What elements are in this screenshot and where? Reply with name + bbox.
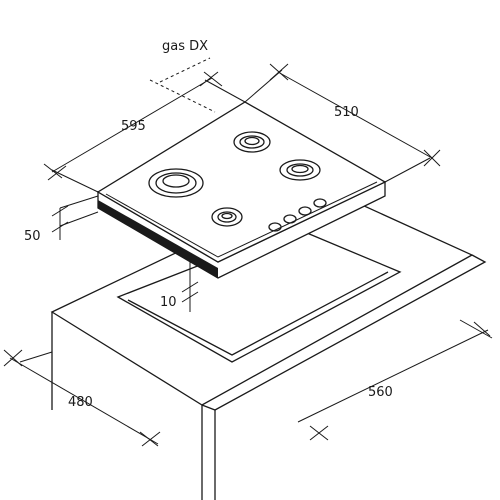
- burner-large: [148, 168, 204, 198]
- hob-width-label: 595: [121, 119, 146, 134]
- burner-rear: [233, 131, 271, 153]
- knob-2: [283, 214, 297, 224]
- dimension-cutout-depth: 480: [3, 349, 161, 447]
- dimension-hob-height: 50: [24, 195, 99, 244]
- dimension-hob-width: 595: [43, 71, 246, 193]
- cutout-width-label: 560: [368, 385, 393, 400]
- worktop-cutout-inner: [127, 271, 389, 356]
- hob-depth-label: 510: [334, 105, 359, 120]
- dimension-cutout-width: 560: [297, 319, 493, 441]
- gas-connection-label: gas DX: [162, 39, 208, 54]
- knob-3: [298, 206, 312, 216]
- knob-1: [268, 222, 282, 232]
- cutout-depth-label: 480: [68, 395, 93, 410]
- hob-front-shadow: [98, 200, 218, 278]
- dimension-cutout-gap: 10: [160, 255, 199, 312]
- burner-right: [279, 159, 321, 181]
- dimension-hob-depth: 510: [244, 63, 441, 183]
- cutout-gap-label: 10: [160, 295, 177, 310]
- hob-top-inner-edge: [105, 181, 378, 258]
- control-knobs: [268, 198, 327, 232]
- hob-height-label: 50: [24, 229, 41, 244]
- hob: [96, 101, 387, 279]
- burner-small: [211, 207, 243, 227]
- knob-4: [313, 198, 327, 208]
- gas-connection-marker: gas DX: [149, 39, 216, 113]
- worktop-front-lip: [201, 254, 487, 411]
